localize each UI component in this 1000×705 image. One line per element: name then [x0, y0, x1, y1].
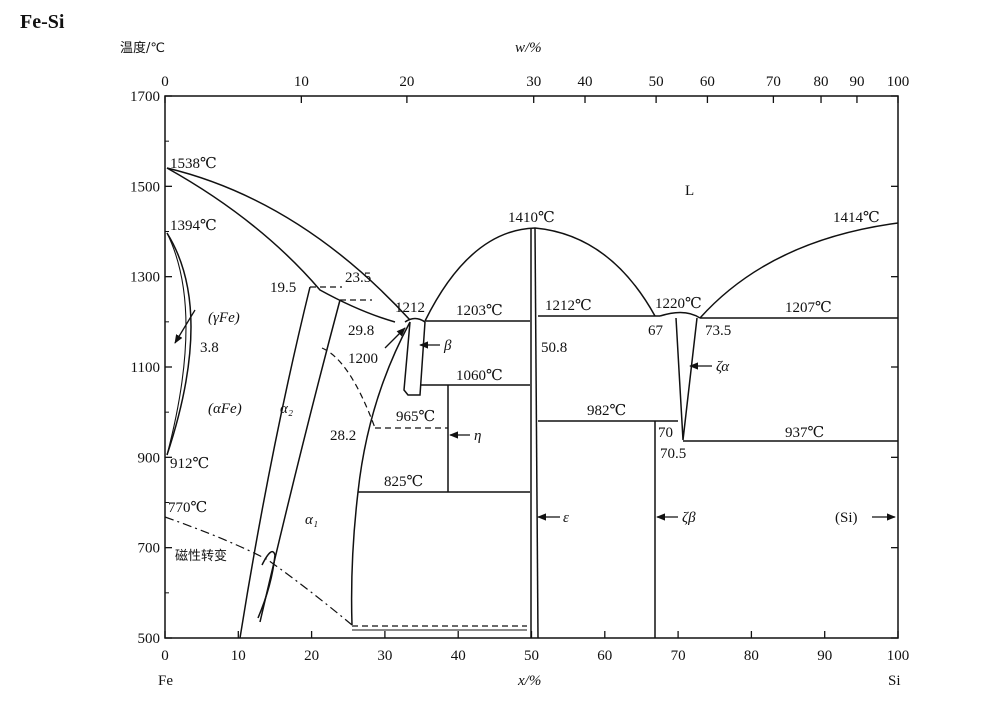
label-1410: 1410℃: [508, 210, 555, 226]
top-tick-label: 70: [766, 74, 781, 90]
top-tick-label: 60: [700, 74, 715, 90]
alpha2-right-boundary: [259, 299, 341, 623]
top-tick-label: 80: [814, 74, 829, 90]
gamma-loop-inner: [166, 232, 187, 456]
x-tick-label: 20: [304, 648, 319, 664]
gamma-loop-outer: [166, 232, 192, 456]
y-tick-label: 1500: [130, 179, 160, 195]
label-50-8: 50.8: [541, 340, 567, 356]
alpha2-left-boundary: [239, 286, 311, 639]
label-982: 982℃: [587, 403, 626, 419]
top-axis-ticks: 0 10 20 30 40 50 60 70 80 90 100: [161, 74, 909, 103]
label-1212: 1212℃: [545, 298, 592, 314]
magnetic-loop: [257, 550, 276, 619]
top-axis-label: w/%: [515, 40, 542, 56]
label-1203: 1203℃: [456, 303, 503, 319]
y-tick-label: 900: [138, 450, 161, 466]
label-si-phase: (Si): [835, 510, 858, 526]
label-1207: 1207℃: [785, 300, 832, 316]
y-axis-ticks: 1700 1500 1300 1100 900 700 500: [130, 89, 898, 647]
label-epsilon: ε: [563, 510, 569, 526]
liquidus-fe-side: [166, 167, 411, 321]
arrow-gamma-fe: [174, 309, 196, 344]
label-1538: 1538℃: [170, 156, 217, 172]
label-912: 912℃: [170, 456, 209, 472]
label-eta: η: [474, 428, 481, 444]
label-liquid: L: [685, 183, 694, 199]
label-alpha2: α₂: [280, 401, 293, 417]
diagram-title: Fe-Si: [20, 11, 65, 33]
label-1212-beta: 1212: [395, 300, 425, 316]
arrow-1200: [384, 327, 406, 349]
liquidus-si-side: [699, 222, 899, 319]
y-tick-label: 1100: [131, 360, 160, 376]
y-tick-label: 700: [138, 541, 161, 557]
label-28-2: 28.2: [330, 428, 356, 444]
bottom-axis-label: x/%: [517, 673, 541, 689]
label-1414: 1414℃: [833, 210, 880, 226]
y-axis-label: 温度/℃: [120, 40, 165, 56]
label-825: 825℃: [384, 474, 423, 490]
left-element-label: Fe: [158, 673, 173, 689]
top-tick-label: 90: [849, 74, 864, 90]
label-73-5: 73.5: [705, 323, 731, 339]
label-1394: 1394℃: [170, 218, 217, 234]
top-tick-label: 10: [294, 74, 309, 90]
label-alpha-fe: (αFe): [208, 401, 242, 417]
x-tick-label: 100: [887, 648, 910, 664]
y-tick-label: 1700: [130, 89, 160, 105]
x-tick-label: 90: [817, 648, 832, 664]
top-tick-label: 40: [578, 74, 593, 90]
label-magnetic-transition: 磁性转变: [175, 548, 227, 564]
label-3-8: 3.8: [200, 340, 219, 356]
label-1220: 1220℃: [655, 296, 702, 312]
x-tick-label: 70: [671, 648, 686, 664]
top-tick-label: 50: [649, 74, 664, 90]
x-tick-label: 40: [451, 648, 466, 664]
x-tick-label: 0: [161, 648, 169, 664]
ordering-dashed-curve: [321, 347, 376, 429]
zeta-alpha-top: [659, 311, 701, 319]
label-alpha1: α₁: [305, 512, 318, 528]
label-965: 965℃: [396, 409, 435, 425]
x-tick-label: 10: [231, 648, 246, 664]
label-70-5: 70.5: [660, 446, 686, 462]
beta-top: [404, 317, 426, 323]
label-beta: β: [443, 338, 452, 354]
top-tick-label: 30: [526, 74, 541, 90]
x-tick-label: 60: [597, 648, 612, 664]
solidus-fe-side: [166, 167, 396, 323]
top-tick-label: 100: [887, 74, 910, 90]
label-29-8: 29.8: [348, 323, 374, 339]
x-tick-label: 50: [524, 648, 539, 664]
y-tick-label: 500: [138, 631, 161, 647]
magnetic-transition-line: [164, 516, 353, 626]
label-1200: 1200: [348, 351, 378, 367]
label-23-5: 23.5: [345, 270, 371, 286]
top-tick-label: 0: [161, 74, 169, 90]
label-67: 67: [648, 323, 664, 339]
right-element-label: Si: [888, 673, 901, 689]
label-770: 770℃: [168, 500, 207, 516]
x-tick-label: 80: [744, 648, 759, 664]
x-axis-ticks: 0 10 20 30 40 50 60 70 80 90 100: [161, 631, 909, 664]
x-tick-label: 30: [377, 648, 392, 664]
y-tick-label: 1300: [130, 270, 160, 286]
label-19-5: 19.5: [270, 280, 296, 296]
label-zeta-alpha: ζα: [716, 359, 730, 375]
top-tick-label: 20: [399, 74, 414, 90]
label-gamma-fe: (γFe): [208, 310, 240, 326]
label-zeta-beta: ζβ: [682, 510, 696, 526]
epsilon-line-b: [534, 227, 539, 639]
beta-region: [403, 321, 426, 396]
label-937: 937℃: [785, 425, 824, 441]
zeta-alpha-region: [675, 317, 698, 441]
label-70: 70: [658, 425, 673, 441]
label-1060: 1060℃: [456, 368, 503, 384]
